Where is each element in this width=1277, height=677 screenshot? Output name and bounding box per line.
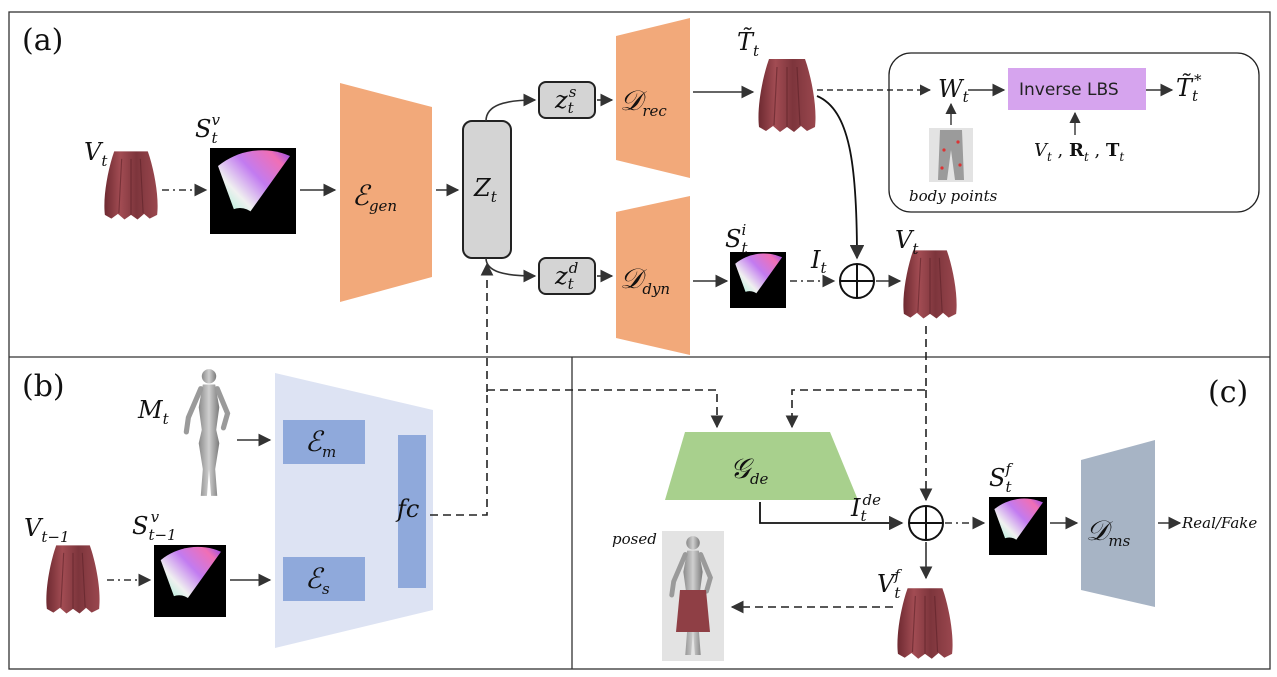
svg-text:Stf: Stf — [989, 460, 1013, 496]
svg-text:Wt: Wt — [938, 75, 970, 106]
lbs-inputs: Vt , Rt , Tt — [1034, 140, 1124, 164]
latent-zd: ztd — [538, 257, 596, 295]
real-fake-label: Real/Fake — [1181, 514, 1257, 532]
decoder-rec: 𝒟rec — [616, 18, 690, 178]
lbs-box: Wt Inverse LBS T̃t* Vt , Rt , Tt body po… — [888, 52, 1260, 213]
vt-output: Vt — [895, 226, 958, 320]
svg-text:T̃t: T̃t — [737, 28, 760, 60]
encoder-b: ℰm ℰs fc — [275, 373, 433, 648]
body-points-label: body points — [909, 187, 998, 205]
svg-text:Sti: Sti — [725, 221, 748, 257]
t-star: T̃t* — [1176, 71, 1202, 105]
add-node-c — [908, 505, 944, 541]
garment-prev: Vt−1 — [24, 514, 101, 615]
si-map: Sti — [725, 221, 786, 308]
svg-text:ℰm: ℰm — [305, 425, 336, 461]
posed-figure: posed — [612, 530, 724, 661]
sv-prev-map: St−1v — [132, 508, 226, 617]
encoder-m-block — [283, 420, 365, 464]
vf-output: Vtf — [877, 566, 954, 660]
mesh-mt: Mt — [137, 369, 228, 496]
svg-text:Vtf: Vtf — [877, 566, 902, 602]
add-node-a — [839, 263, 875, 299]
encoder-gen: ℰgen — [340, 83, 432, 302]
encoder-s-block — [283, 557, 365, 601]
panel-label-c: (c) — [1208, 375, 1248, 410]
svg-text:ℰgen: ℰgen — [352, 179, 397, 215]
svg-text:Stv: Stv — [195, 111, 220, 147]
panel-label-a: (a) — [22, 23, 63, 58]
sf-map: Stf — [989, 460, 1047, 555]
svg-text:ztd: ztd — [554, 259, 578, 293]
generator-de: 𝒢de — [665, 432, 858, 500]
latent-zs: zts — [538, 81, 596, 119]
svg-text:Vt−1: Vt−1 — [24, 514, 69, 546]
svg-text:ℰs: ℰs — [305, 562, 330, 598]
svg-text:zts: zts — [554, 83, 577, 117]
decoder-dyn: 𝒟dyn — [616, 196, 690, 355]
latent-z: Zt — [462, 120, 512, 259]
svg-text:Vt: Vt — [84, 138, 108, 170]
inverse-lbs-label: Inverse LBS — [1019, 80, 1119, 100]
sv-map: Stv — [195, 111, 296, 234]
svg-text:posed: posed — [612, 530, 657, 548]
svg-text:Zt: Zt — [473, 174, 498, 206]
garment-input: Vt — [84, 138, 159, 221]
svg-text:Vt: Vt — [895, 226, 919, 258]
svg-text:Mt: Mt — [137, 396, 170, 428]
discriminator-ms: 𝒟ms — [1081, 440, 1155, 607]
panel-frames — [8, 11, 1271, 670]
panel-label-b: (b) — [22, 369, 65, 404]
svg-text:St−1v: St−1v — [132, 508, 177, 544]
ide-label: Itde — [850, 491, 881, 525]
it-label: It — [810, 246, 827, 277]
svg-text:fc: fc — [395, 495, 419, 523]
template-garment: T̃t — [737, 28, 817, 133]
fc-block — [398, 435, 426, 588]
inverse-lbs-block — [1008, 68, 1146, 110]
